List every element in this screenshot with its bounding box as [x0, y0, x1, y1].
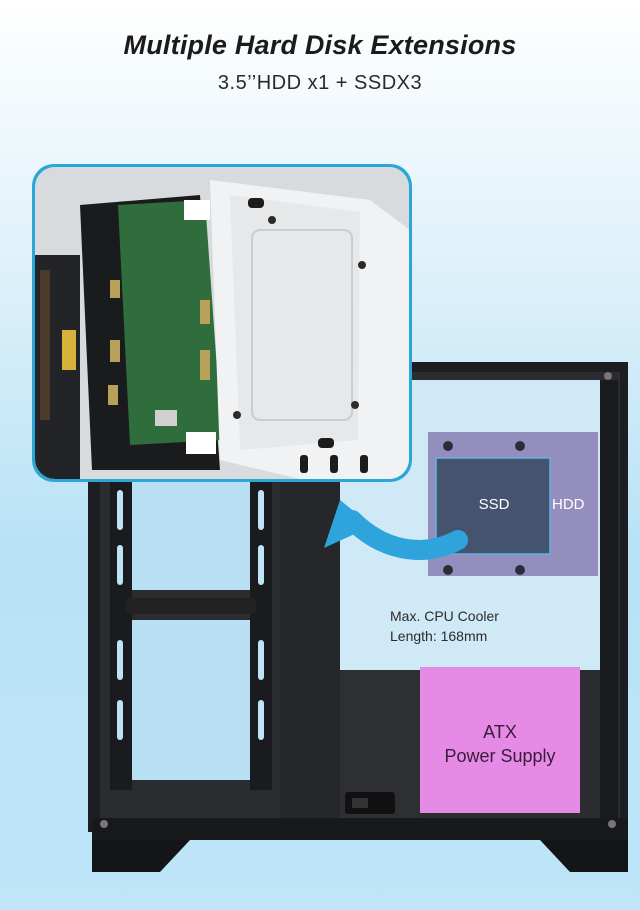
cpu-cooler-spec: Max. CPU Cooler Length: 168mm [390, 606, 499, 646]
psu-line-2: Power Supply [444, 746, 556, 766]
hdd-label: HDD [552, 496, 585, 513]
ssd-label: SSD [478, 496, 510, 513]
hdd-closeup-photo [32, 164, 412, 482]
page-subtitle: 3.5’’HDD x1 + SSDX3 [217, 72, 423, 94]
cooler-line-2: Length: 168mm [390, 628, 488, 644]
arrow-icon [324, 500, 468, 560]
page-title: Multiple Hard Disk Extensions [123, 30, 517, 60]
psu-highlight [420, 667, 580, 813]
psu-line-1: ATX [483, 722, 517, 742]
cooler-line-1: Max. CPU Cooler [390, 608, 499, 624]
psu-label: ATX Power Supply [420, 720, 580, 768]
